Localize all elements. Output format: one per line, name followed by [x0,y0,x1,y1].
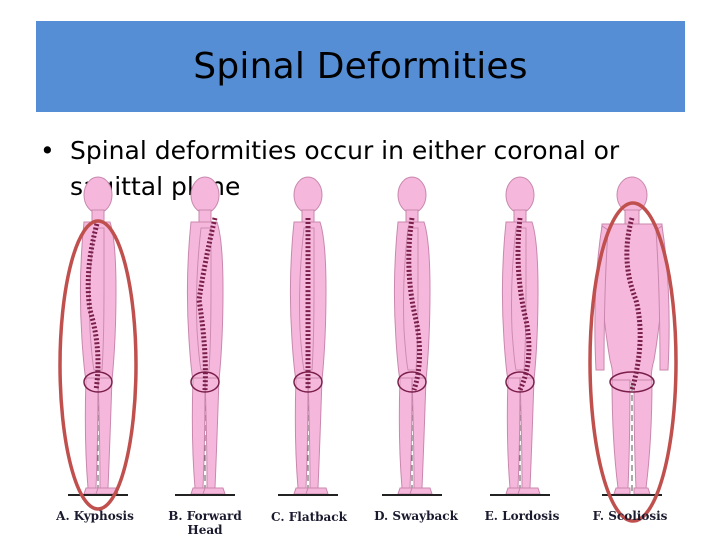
label-kyphosis: A. Kyphosis [56,509,134,523]
pelvis-outline [609,371,655,393]
body-silhouette [186,176,226,495]
pelvis-outline [293,371,323,393]
figure-swayback [382,176,442,496]
spine-curve [406,217,423,391]
spine-curve [196,217,218,391]
pelvis-outline [190,371,220,393]
spine-curve [85,219,101,391]
slide-title: Spinal Deformities [193,46,528,87]
pelvis-outline [505,371,535,393]
pelvis-outline [397,371,427,393]
body-silhouette [393,176,433,495]
label-flatback: C. Flatback [271,510,347,524]
bullet-dot-icon: • [40,136,55,165]
figure-kyphosis [68,176,128,496]
pelvis-outline [83,371,113,393]
highlight-ellipse-kyphosis [58,219,138,511]
slide-title-bar: Spinal Deformities [36,21,685,112]
label-lordosis: E. Lordosis [484,509,560,523]
figure-scoliosis [594,176,670,496]
highlight-ellipse-scoliosis [588,201,678,523]
label-scoliosis: F. Scoliosis [592,509,668,523]
label-swayback: D. Swayback [374,509,458,523]
figure-lordosis [490,176,550,496]
body-silhouette [501,176,541,495]
figure-forward-head [175,176,235,496]
spine-curve [624,217,643,391]
figure-flatback [278,176,338,496]
spine-curve [515,217,532,392]
body-silhouette [79,176,119,495]
